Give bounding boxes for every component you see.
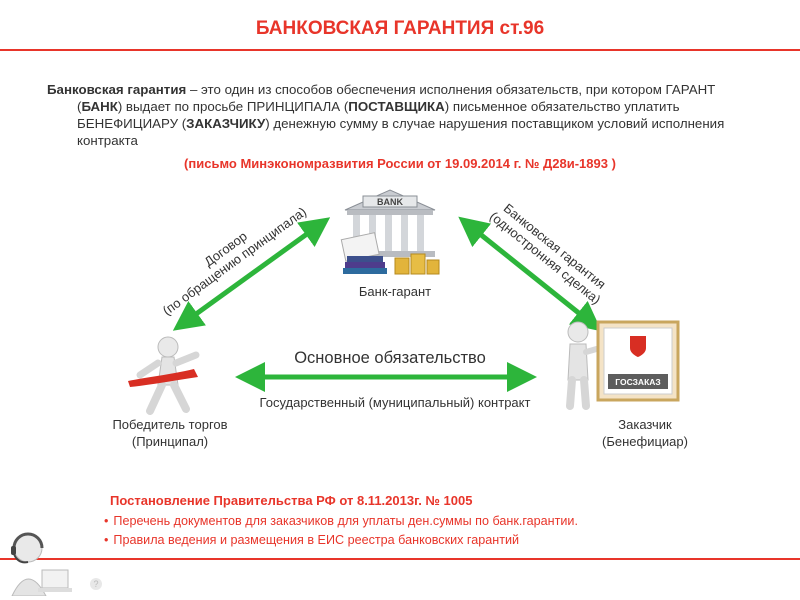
footer-divider bbox=[0, 558, 800, 560]
definition-term: Банковская гарантия bbox=[47, 82, 187, 97]
principal-label-line2: (Принципал) bbox=[131, 434, 209, 449]
principal-label-line1: Победитель торгов bbox=[112, 417, 228, 432]
beneficiary-label-line1: Заказчик bbox=[618, 417, 672, 432]
principal-label: Победитель торгов (Принципал) bbox=[90, 416, 250, 450]
decree-item: Перечень документов для заказчиков для у… bbox=[104, 512, 578, 531]
definition-part: ) письменное обязательство уплатить БЕНЕ… bbox=[77, 99, 680, 131]
beneficiary-label-line2: (Бенефициар) bbox=[602, 434, 688, 449]
principal-figure-icon bbox=[128, 336, 200, 415]
main-obligation-title: Основное обязательство bbox=[294, 349, 486, 367]
title-divider bbox=[0, 49, 800, 51]
bank-label: Банк-гарант bbox=[358, 284, 432, 299]
definition-paragraph: Банковская гарантия – это один из способ… bbox=[47, 81, 747, 149]
bank-icon: BANK bbox=[340, 189, 440, 275]
definition-part: ) денежную сумму в случае нарушения пост… bbox=[77, 116, 725, 148]
decree-title: Постановление Правительства РФ от 8.11.2… bbox=[110, 493, 473, 508]
info-icon: ? bbox=[90, 578, 102, 590]
page-title: БАНКОВСКАЯ ГАРАНТИЯ ст.96 bbox=[255, 18, 545, 39]
definition-part: ПОСТАВЩИКА bbox=[348, 99, 445, 114]
support-operator-icon bbox=[11, 532, 72, 596]
board-label: ГОСЗАКАЗ bbox=[615, 377, 660, 387]
decree-item: Правила ведения и размещения в ЕИС реест… bbox=[104, 531, 578, 550]
definition-part: – это один из способов обеспечения испол… bbox=[77, 82, 716, 114]
decree-list: Перечень документов для заказчиков для у… bbox=[104, 512, 578, 550]
bank-sign-text: BANK bbox=[377, 197, 403, 207]
definition-part: ) выдает по просьбе ПРИНЦИПАЛА ( bbox=[117, 99, 349, 114]
definition-part: ЗАКАЗЧИКУ bbox=[186, 116, 266, 131]
source-letter: (письмо Минэкономразвития России от 19.0… bbox=[184, 156, 616, 171]
contract-caption: Государственный (муниципальный) контракт bbox=[259, 395, 531, 410]
beneficiary-figure-icon: ГОСЗАКАЗ bbox=[566, 320, 680, 410]
beneficiary-label: Заказчик (Бенефициар) bbox=[570, 416, 720, 450]
guarantee-arrow bbox=[458, 216, 602, 332]
contract-arrow bbox=[172, 217, 331, 331]
definition-part: БАНК bbox=[81, 99, 118, 114]
